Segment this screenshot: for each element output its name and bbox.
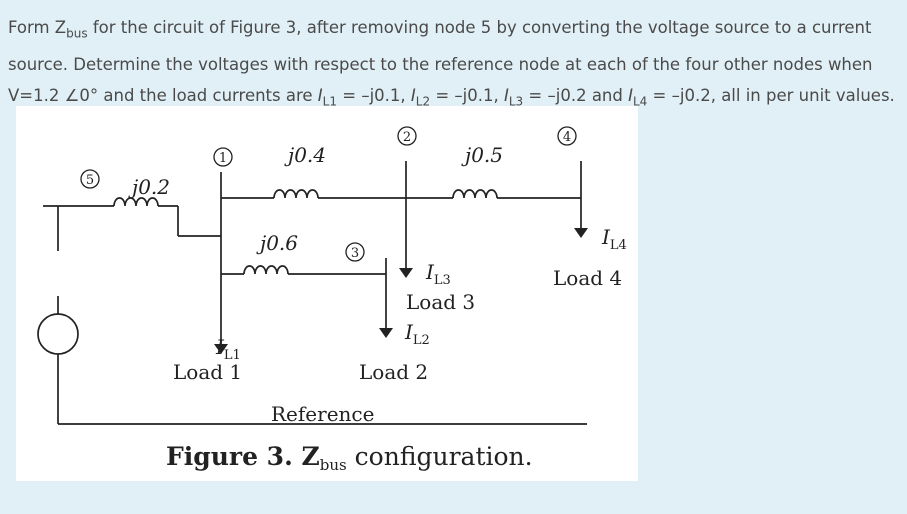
node-1-circle: [213, 147, 233, 167]
node-5-circle: [80, 169, 100, 189]
zbus-subscript: bus: [66, 26, 88, 41]
current-subscript: L2: [415, 94, 431, 109]
node-1-label: 1: [219, 151, 227, 166]
load-3-label: Load 3: [406, 290, 475, 314]
question-part: for the circuit of Figure 3, after remov…: [8, 18, 873, 106]
current-value: = –j0.1,: [337, 86, 411, 106]
impedance-j0.5: j0.5: [461, 143, 503, 167]
arrow-il2: [379, 328, 393, 338]
current-il4-label: IL4: [601, 225, 627, 253]
circuit-figure: 5 1 3 2 4 j0.2 j0.4 j0.5 j0.6 IL1 IL2 IL…: [16, 106, 638, 481]
current-value: = –j0.2, all in per unit values.: [647, 86, 895, 106]
current-il3-label: IL3: [425, 260, 451, 288]
node-2-circle: [397, 126, 417, 146]
current-subscript: L3: [508, 94, 524, 109]
question-text: Form Zbus for the circuit of Figure 3, a…: [8, 12, 898, 118]
reference-label: Reference: [271, 402, 374, 426]
inductor-j0.4: [273, 189, 319, 199]
inductor-j0.6: [243, 265, 289, 275]
arrow-il4: [574, 228, 588, 238]
load-4-label: Load 4: [553, 266, 622, 290]
current-symbol: I: [628, 86, 633, 106]
inductor-j0.2: [113, 197, 159, 207]
load-1-label: Load 1: [173, 360, 242, 384]
circuit-diagram: 5 1 3 2 4 j0.2 j0.4 j0.5 j0.6 IL1 IL2 IL…: [37, 126, 627, 474]
impedance-j0.4: j0.4: [284, 143, 326, 167]
inductor-j0.5: [452, 189, 498, 199]
current-value: = –j0.1,: [430, 86, 504, 106]
current-subscript: L4: [632, 94, 648, 109]
current-symbol: I: [503, 86, 509, 106]
current-il2-label: IL2: [404, 320, 430, 348]
node-4-circle: [557, 126, 577, 146]
arrow-il3: [399, 268, 413, 278]
arrow-il1: [214, 344, 228, 354]
voltage-source: [37, 313, 79, 355]
node-2-label: 2: [403, 130, 411, 145]
figure-caption: Figure 3. Zbus configuration.: [166, 442, 533, 474]
current-symbol: I: [317, 86, 323, 106]
node-4-label: 4: [563, 130, 571, 145]
current-il1-label: IL1: [215, 335, 241, 363]
node-5-label: 5: [86, 173, 94, 188]
question-part: Form Z: [8, 18, 67, 37]
current-subscript: L1: [322, 94, 337, 109]
impedance-j0.2: j0.2: [128, 175, 170, 199]
current-value: = –j0.2 and: [523, 86, 629, 106]
impedance-j0.6: j0.6: [256, 231, 298, 255]
node-3-circle: [345, 242, 365, 262]
load-2-label: Load 2: [359, 360, 428, 384]
node-3-label: 3: [351, 246, 359, 261]
current-symbol: I: [410, 86, 416, 106]
